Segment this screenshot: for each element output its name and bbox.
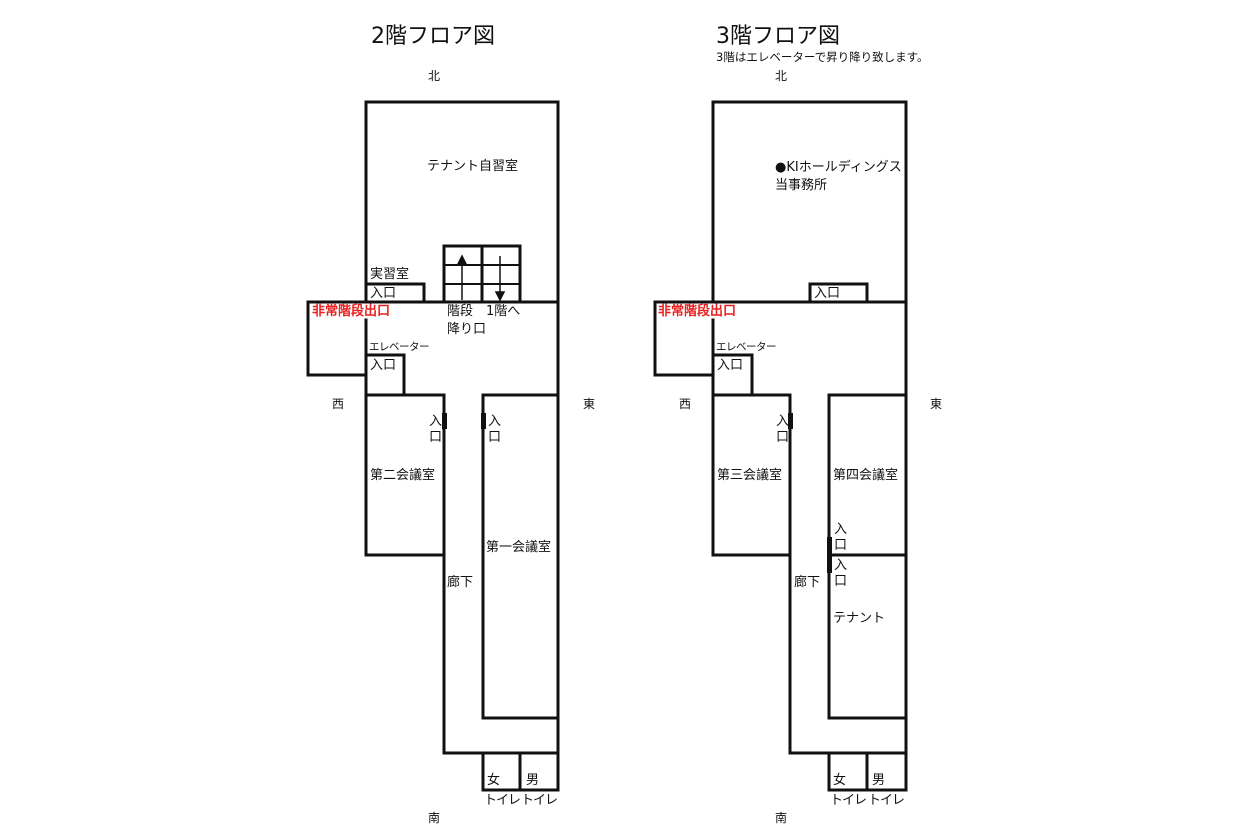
floor3-meeting3-entrance: 入口 <box>776 414 790 446</box>
floor3-women-toilet-label: トイレ <box>830 793 867 808</box>
floor2-meeting1-entrance: 入口 <box>488 414 502 446</box>
floor3-elevator-label: エレベーター <box>716 341 777 353</box>
floor3-tenant: テナント <box>833 611 886 626</box>
floor2-tenant-study-room: テナント自習室 <box>427 159 519 174</box>
floor3-north-label: 北 <box>775 69 788 83</box>
floor3-meeting-room-3: 第三会議室 <box>717 468 783 483</box>
floor2-meeting-room-1: 第一会議室 <box>486 540 552 555</box>
floor3-elevator-entrance: 入口 <box>717 358 744 373</box>
floor2-meeting-room-2: 第二会議室 <box>370 468 436 483</box>
floor3-emergency-exit: 非常階段出口 <box>658 304 737 319</box>
floor3-elevator-note: 3階はエレベーターで昇り降り致します。 <box>716 50 929 64</box>
floor3-title: 3階フロア図 <box>716 24 840 49</box>
floor2-women-toilet-label: トイレ <box>484 793 521 808</box>
floor2-west-label: 西 <box>332 397 345 411</box>
floor2-down-exit: 降り口 <box>447 322 487 337</box>
floor3-meeting4-entrance: 入口 <box>834 522 848 554</box>
floor2-east-label: 東 <box>583 397 596 411</box>
floor3-west-label: 西 <box>679 397 692 411</box>
floor2-corridor: 廊下 <box>447 575 474 590</box>
floor3-office-name: ●KIホールディングス <box>775 160 902 175</box>
floor3-meeting-room-4: 第四会議室 <box>833 468 899 483</box>
floor3-east-label: 東 <box>930 397 943 411</box>
floor2-men-toilet-sign: 男 <box>526 773 540 788</box>
floor2-south-label: 南 <box>428 811 441 825</box>
floor3-south-label: 南 <box>775 811 788 825</box>
floor2-to-first-floor: 1階へ <box>486 304 521 319</box>
floor2-elevator-entrance: 入口 <box>370 358 397 373</box>
floor2-practice-room: 実習室 <box>370 267 410 282</box>
floor2-practice-entrance: 入口 <box>370 286 397 301</box>
floor2-elevator-label: エレベーター <box>369 341 430 353</box>
floor2-title: 2階フロア図 <box>371 24 495 49</box>
floor3-corridor: 廊下 <box>794 575 821 590</box>
floor2-women-toilet-sign: 女 <box>487 773 501 788</box>
floor2-stairs-label: 階段 <box>447 304 474 319</box>
floor2-north-label: 北 <box>428 69 441 83</box>
floor2-emergency-exit: 非常階段出口 <box>312 304 391 319</box>
floor3-women-toilet-sign: 女 <box>833 773 847 788</box>
floor2-meeting2-entrance: 入口 <box>429 414 443 446</box>
floor3-men-toilet-sign: 男 <box>872 773 886 788</box>
floor3-office-entrance: 入口 <box>814 286 841 301</box>
floor3-tenant-entrance: 入口 <box>834 558 848 590</box>
floor3-men-toilet-label: トイレ <box>868 793 905 808</box>
floor2-men-toilet-label: トイレ <box>521 793 558 808</box>
floor3-office-subtitle: 当事務所 <box>775 178 828 193</box>
